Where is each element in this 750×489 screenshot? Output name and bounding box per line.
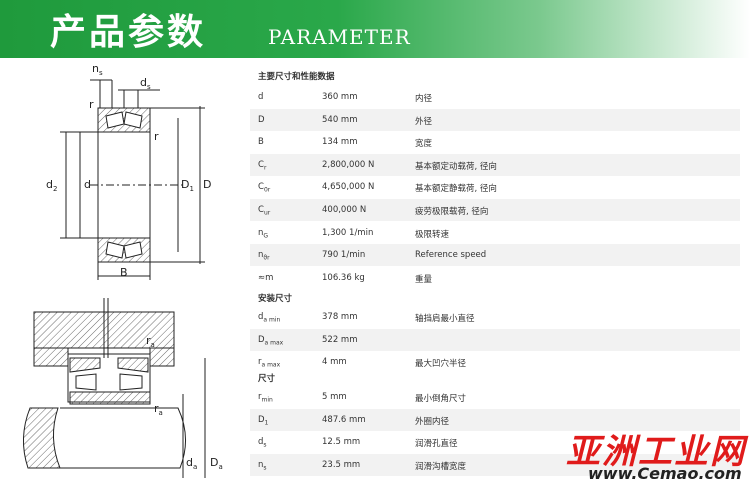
row-symbol: ds: [258, 437, 267, 449]
label-r-top: r: [89, 98, 94, 111]
row-description: 外圈内径: [415, 416, 450, 427]
page-header: 产品参数 PARAMETER: [0, 0, 750, 58]
row-value: 5 mm: [322, 392, 347, 402]
table-row: Da max 522 mm: [250, 328, 740, 351]
label-ra-bottom: ra: [154, 402, 163, 417]
row-value: 4,650,000 N: [322, 182, 375, 193]
row-description: 重量: [415, 274, 433, 285]
table-row: ra max 4 mm 最大凹穴半径: [250, 351, 740, 373]
row-description: 润滑沟槽宽度: [415, 461, 467, 472]
header-title-cn: 产品参数: [50, 12, 207, 53]
section-size-title: 尺寸: [258, 374, 276, 384]
label-ns: ns: [92, 62, 103, 77]
row-value: 378 mm: [322, 312, 358, 322]
row-symbol: da min: [258, 312, 281, 324]
section-install-title: 安装尺寸: [258, 294, 293, 304]
table-row: D1 487.6 mm 外圈内径: [250, 408, 740, 431]
row-symbol: ra max: [258, 357, 281, 369]
row-symbol: nG: [258, 227, 269, 240]
label-r-right: r: [154, 130, 159, 143]
table-row: D 540 mm 外径: [250, 108, 740, 131]
row-symbol: ns: [258, 459, 267, 472]
row-symbol: ≈m: [258, 272, 274, 283]
label-D1: D1: [181, 178, 194, 193]
label-d: d: [84, 178, 91, 191]
bearing-section-drawing: ns ds r r d2 d D1 D B ra ra da Da: [23, 62, 223, 478]
row-value: 487.6 mm: [322, 414, 366, 425]
table-row: Cur 400,000 N 疲劳极限载荷, 径向: [250, 199, 740, 221]
row-symbol: Cur: [258, 205, 271, 217]
row-description: 疲劳极限载荷, 径向: [415, 207, 489, 217]
table-row: C0r 4,650,000 N 基本额定静载荷, 径向: [250, 176, 740, 198]
table-row: Cr 2,800,000 N 基本额定动载荷, 径向: [250, 153, 740, 176]
label-ds: ds: [140, 76, 151, 91]
watermark-url: www.Cemao.com: [588, 464, 742, 483]
table-row: ns 23.5 mm 润滑沟槽宽度: [250, 453, 740, 476]
label-B: B: [120, 266, 128, 279]
table-row: d 360 mm 内径: [250, 86, 740, 108]
row-value: 23.5 mm: [322, 459, 361, 470]
row-description: 基本额定动载荷, 径向: [415, 161, 497, 172]
row-value: 400,000 N: [322, 205, 367, 215]
row-description: 轴挡肩最小直径: [415, 314, 475, 324]
table-row: nϑr 790 1/min Reference speed: [250, 244, 740, 267]
label-D: D: [203, 178, 211, 191]
row-symbol: rmin: [258, 392, 273, 404]
row-value: 540 mm: [322, 114, 358, 125]
table-row: rmin 5 mm 最小倒角尺寸: [250, 386, 740, 408]
label-Da: Da: [210, 456, 223, 471]
row-description: 宽度: [415, 139, 433, 150]
row-symbol: Cr: [258, 159, 267, 172]
row-value: 522 mm: [322, 334, 358, 345]
row-description: 润滑孔直径: [415, 439, 458, 450]
row-symbol: D: [258, 114, 265, 125]
row-symbol: nϑr: [258, 250, 270, 262]
row-value: 4 mm: [322, 357, 347, 368]
row-value: 2,800,000 N: [322, 159, 375, 170]
watermark-main: 亚洲工业网: [566, 432, 746, 472]
table-row: da min 378 mm 轴挡肩最小直径: [250, 306, 740, 328]
row-description: 最大凹穴半径: [415, 359, 467, 370]
label-ra-top: ra: [146, 334, 155, 349]
row-value: 106.36 kg: [322, 272, 365, 283]
row-description: Reference speed: [415, 250, 487, 261]
row-symbol: D1: [258, 414, 269, 427]
row-value: 12.5 mm: [322, 437, 361, 448]
table-row: ds 12.5 mm 润滑孔直径: [250, 431, 740, 453]
row-symbol: B: [258, 137, 264, 148]
row-value: 360 mm: [322, 92, 358, 102]
row-value: 790 1/min: [322, 250, 366, 261]
row-description: 外径: [415, 116, 433, 127]
table-row: B 134 mm 宽度: [250, 131, 740, 153]
watermark-logo: 亚洲工业网 www.Cemao.com: [566, 424, 746, 484]
row-symbol: d: [258, 92, 264, 102]
label-da: da: [186, 456, 197, 471]
row-value: 134 mm: [322, 137, 358, 148]
row-description: 内径: [415, 94, 433, 104]
section-main-title: 主要尺寸和性能数据: [258, 72, 335, 82]
table-row: nG 1,300 1/min 极限转速: [250, 222, 740, 244]
row-symbol: C0r: [258, 182, 271, 195]
row-description: 极限转速: [415, 229, 450, 240]
row-description: 最小倒角尺寸: [415, 394, 467, 404]
row-description: 基本额定静载荷, 径向: [415, 184, 497, 195]
label-d2: d2: [46, 178, 57, 193]
header-title-en: PARAMETER: [268, 25, 411, 49]
row-value: 1,300 1/min: [322, 227, 374, 238]
table-row: ≈m 106.36 kg 重量: [250, 267, 740, 289]
row-symbol: Da max: [258, 334, 284, 347]
